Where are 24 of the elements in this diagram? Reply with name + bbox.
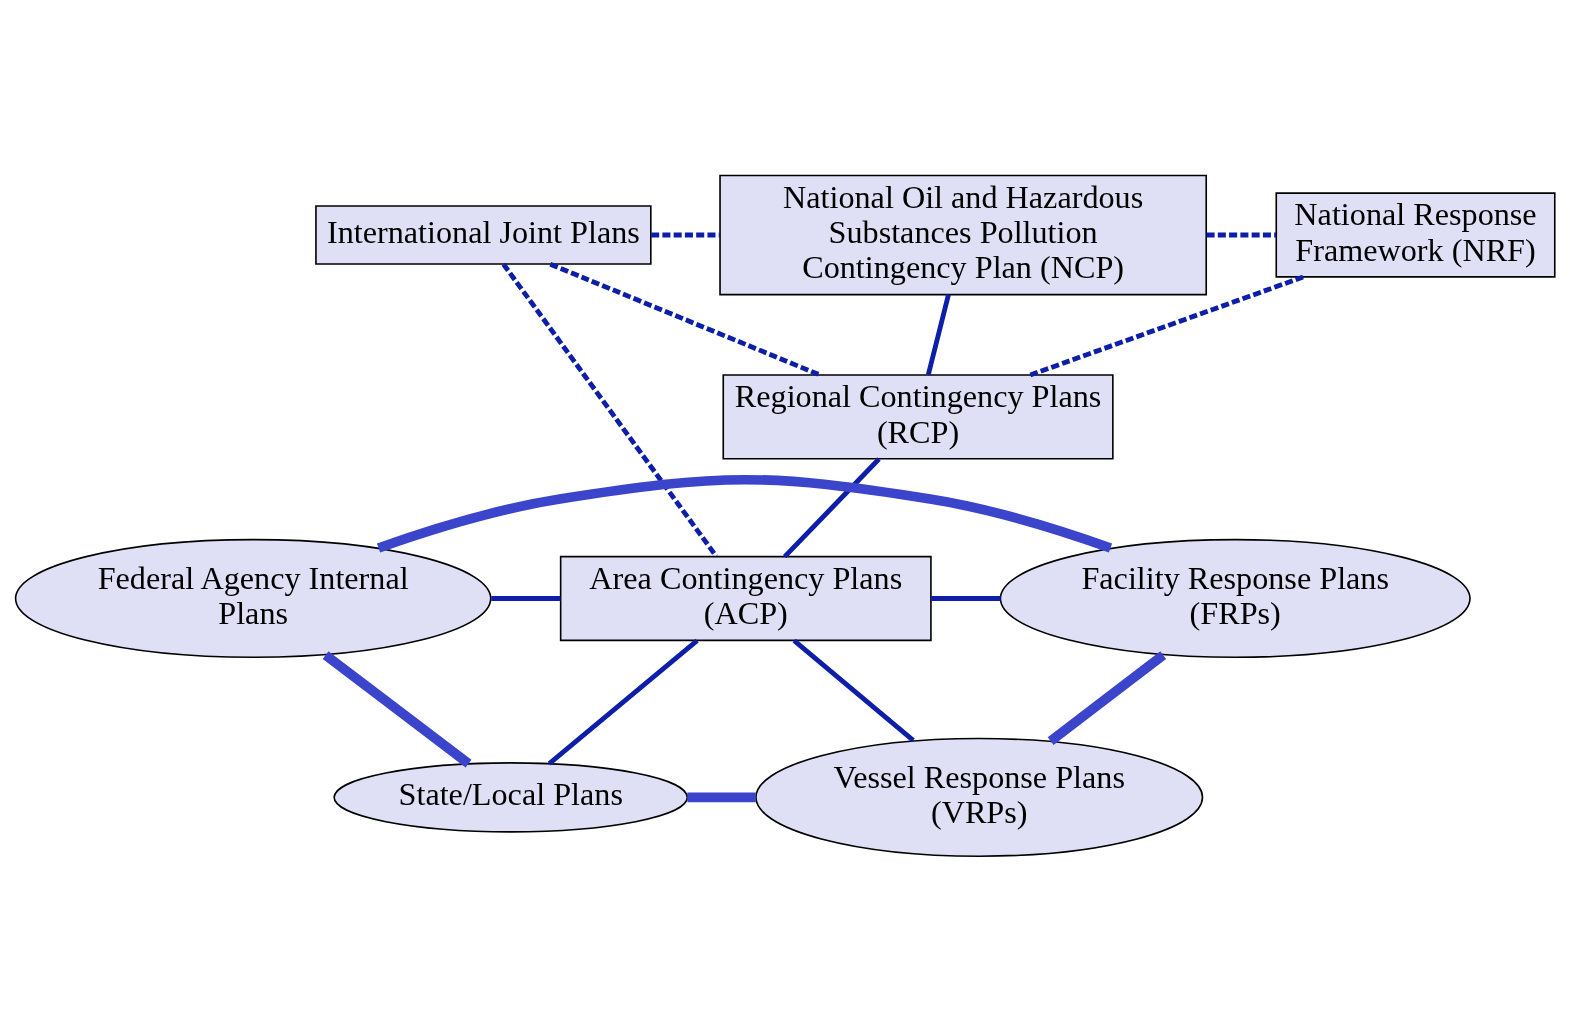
connector [1047,650,1167,745]
connector [792,638,915,742]
node-box: Area Contingency Plans (ACP) [559,555,932,641]
node-box: National Oil and Hazardous Substances Pollution Contingency Plan (NCP) [719,174,1208,295]
node-box: International Joint Plans [315,204,652,265]
node-ellipse: Vessel Response Plans (VRPs) [755,737,1204,857]
node-ellipse: Federal Agency Internal Plans [14,538,492,658]
connector [651,232,720,237]
connector [1206,232,1276,237]
connector [376,474,1113,553]
node-ellipse: Facility Response Plans (FRPs) [999,538,1471,658]
connector [549,261,821,377]
node-box: Regional Contingency Plans (RCP) [722,373,1114,460]
connector [322,650,472,768]
connector [547,638,699,765]
node-box: National Response Framework (NRF) [1275,191,1556,278]
connector [1029,274,1305,377]
connector [491,595,561,601]
connector [783,456,881,558]
connector [931,595,1001,601]
connector [925,293,951,375]
node-ellipse: State/Local Plans [333,761,689,833]
connector [687,792,756,802]
connector [501,262,719,558]
